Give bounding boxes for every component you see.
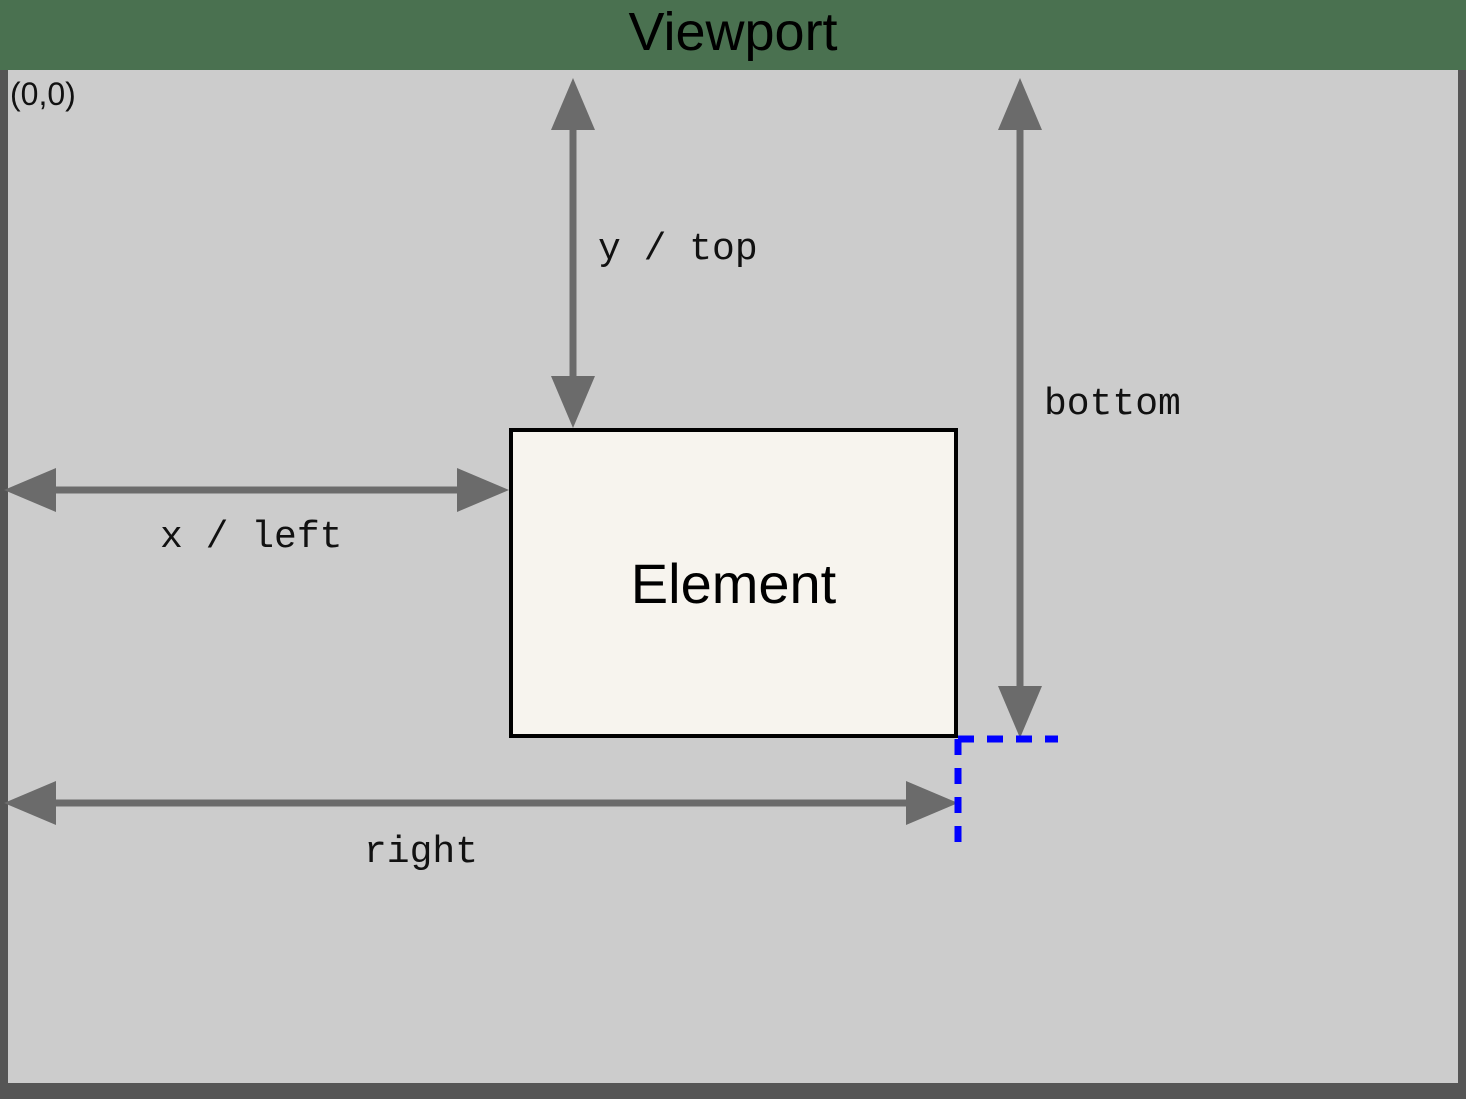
origin-coordinate-label: (0,0)	[10, 76, 76, 112]
measurement-label-bottom: bottom	[1044, 383, 1181, 426]
measurement-label-x-left: x / left	[160, 516, 343, 559]
element-box: Element	[509, 428, 958, 738]
viewport-header-band: Viewport	[0, 0, 1466, 70]
page-title: Viewport	[628, 2, 838, 62]
measurement-label-y-top: y / top	[598, 228, 758, 271]
element-label: Element	[630, 551, 837, 615]
measurement-label-right: right	[364, 831, 479, 874]
